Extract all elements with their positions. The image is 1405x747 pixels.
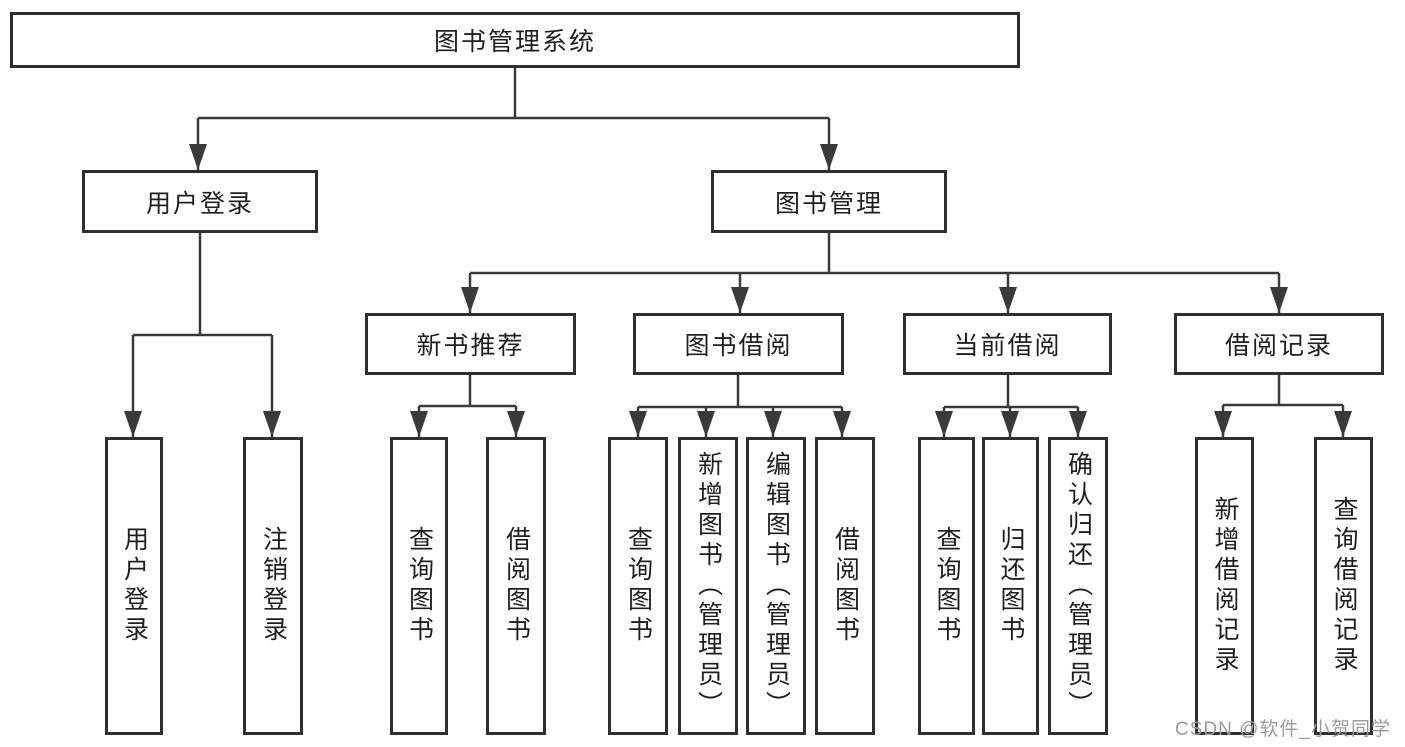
arrowhead	[999, 287, 1017, 313]
node-label: 借阅图书	[502, 526, 531, 646]
connector-book-borrow	[636, 375, 844, 437]
node-label: 归还图书	[997, 526, 1025, 646]
node-query-books-new: 查询图书	[390, 437, 448, 735]
node-label: 新增借阅记录	[1211, 496, 1239, 676]
node-add-books-admin: 新增图书（管理员）	[678, 437, 738, 735]
arrowhead	[410, 411, 428, 437]
node-confirm-return-admin: 确认归还（管理员）	[1048, 437, 1108, 735]
arrowhead	[1214, 411, 1232, 437]
node-root: 图书管理系统	[10, 12, 1020, 68]
node-borrow-books-new: 借阅图书	[486, 437, 546, 735]
node-book-borrow: 图书借阅	[633, 313, 844, 375]
node-label: 借阅记录	[1224, 332, 1333, 360]
node-label: 查询借阅记录	[1330, 496, 1358, 676]
node-logout-item: 注销登录	[243, 437, 303, 735]
node-label: 图书管理系统	[433, 28, 596, 56]
node-label: 新书推荐	[416, 332, 525, 360]
arrowhead	[697, 411, 715, 437]
node-label: 注销登录	[259, 526, 288, 646]
connector-user-login	[131, 233, 274, 437]
connector-root	[196, 68, 831, 171]
arrowhead	[461, 287, 479, 313]
node-label: 确认归还（管理员）	[1064, 451, 1093, 721]
node-query-books-current: 查询图书	[918, 437, 975, 735]
node-new-books: 新书推荐	[365, 313, 576, 375]
arrowhead	[1334, 411, 1352, 437]
arrowhead	[731, 287, 749, 313]
arrowhead	[1069, 411, 1087, 437]
node-return-books: 归还图书	[982, 437, 1039, 735]
node-user-login-item: 用户登录	[105, 437, 163, 735]
node-label: 编辑图书（管理员）	[762, 451, 791, 721]
node-query-borrow-record: 查询借阅记录	[1314, 437, 1373, 735]
arrowhead	[833, 411, 851, 437]
node-label: 查询图书	[405, 526, 434, 646]
node-label: 查询图书	[624, 526, 653, 646]
node-label: 图书管理	[774, 189, 883, 218]
node-borrow-records: 借阅记录	[1174, 313, 1384, 375]
node-query-books-borrow: 查询图书	[608, 437, 668, 735]
node-label: 当前借阅	[953, 332, 1062, 360]
arrowhead	[1270, 287, 1288, 313]
arrowhead	[263, 411, 281, 437]
arrowhead	[935, 411, 953, 437]
arrowhead	[764, 411, 782, 437]
connector-borrow-records	[1221, 375, 1345, 437]
arrowhead	[189, 144, 207, 170]
node-add-borrow-record: 新增借阅记录	[1195, 437, 1254, 735]
node-label: 借阅图书	[831, 526, 860, 646]
node-label: 图书借阅	[684, 332, 793, 360]
node-label: 查询图书	[933, 526, 961, 646]
node-book-mgmt: 图书管理	[711, 170, 947, 233]
node-edit-books-admin: 编辑图书（管理员）	[746, 437, 806, 735]
node-label: 用户登录	[120, 526, 149, 646]
arrowhead	[1001, 411, 1019, 437]
node-user-login: 用户登录	[82, 170, 318, 233]
node-current-borrow: 当前借阅	[903, 313, 1112, 375]
node-borrow-books-item: 借阅图书	[815, 437, 875, 735]
connector-book-mgmt	[468, 233, 1281, 313]
arrowhead	[507, 411, 525, 437]
arrowhead	[820, 144, 838, 170]
arrowhead	[629, 411, 647, 437]
node-label: 新增图书（管理员）	[694, 451, 723, 721]
node-label: 用户登录	[145, 189, 254, 218]
connector-new-books	[417, 375, 518, 437]
csdn-watermark: CSDN @软件_小贺同学	[1175, 719, 1391, 740]
arrowhead	[124, 411, 142, 437]
arrowheads	[124, 144, 1352, 437]
